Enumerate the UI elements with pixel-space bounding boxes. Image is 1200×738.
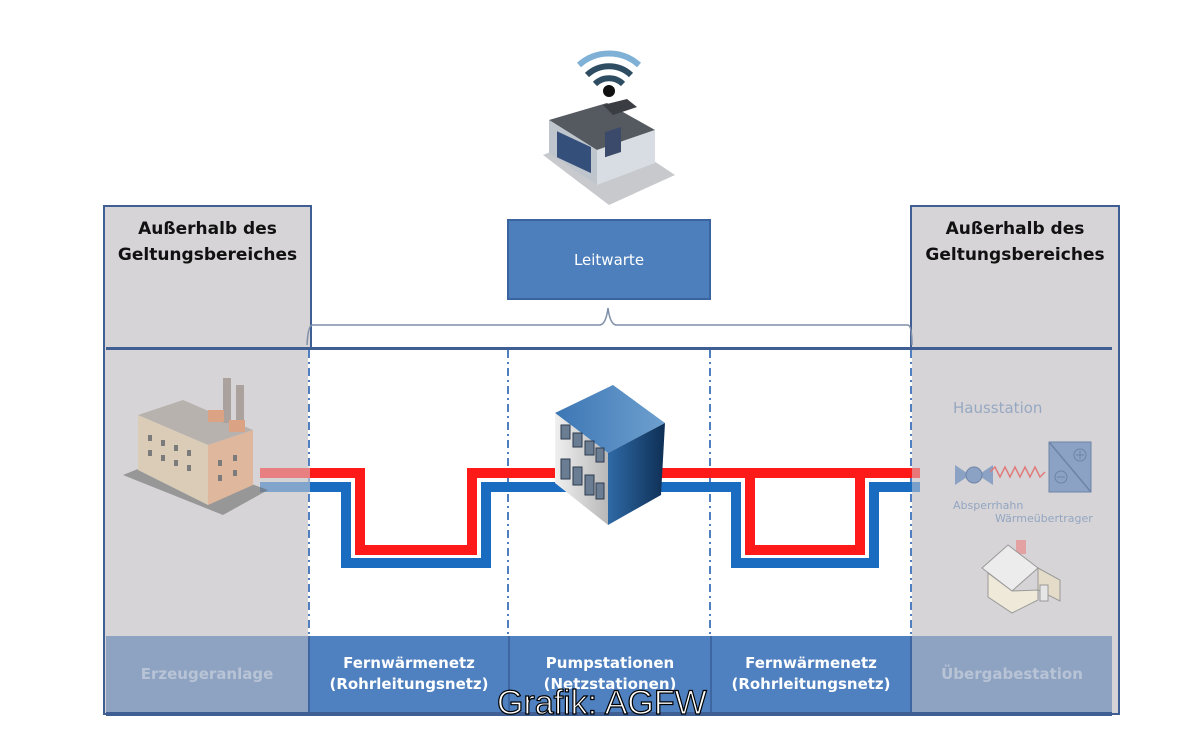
image-credit: Grafik: AGFW (496, 683, 707, 722)
house-station-title: Hausstation (953, 399, 1043, 417)
factory-icon (123, 378, 268, 515)
bottom-cell-line2: (Rohrleitungsnetz) (329, 675, 489, 693)
control-room-label: Leitwarte (573, 250, 645, 269)
heat-exchanger-icon (1048, 441, 1092, 493)
bottom-cell-fernwaermenetz-1: Fernwärmenetz (Rohrleitungsnetz) (310, 636, 510, 712)
bottom-cell-line1: Übergabestation (941, 664, 1083, 683)
bottom-cell-uebergabestation: Übergabestation (912, 636, 1112, 712)
wifi-icon (577, 50, 641, 97)
bottom-cell-pumpstationen: Pumpstationen (Netzstationen) (510, 636, 712, 712)
outside-left-line1: Außerhalb des (138, 219, 277, 239)
outside-right-line2: Geltungsbereiches (925, 245, 1105, 265)
outside-right-line1: Außerhalb des (945, 219, 1085, 239)
control-center-icon (543, 50, 675, 205)
exchanger-label: Wärmeübertrager (995, 512, 1093, 525)
bottom-cell-line1: Pumpstationen (545, 654, 675, 672)
bottom-cell-erzeugeranlage: Erzeugeranlage (106, 636, 310, 712)
supply-pipe-right (655, 468, 915, 555)
bottom-cell-line1: Fernwärmenetz (745, 654, 877, 672)
house-icon (981, 540, 1061, 614)
valve-label: Absperrhahn (953, 499, 1024, 512)
scope-top-border (106, 347, 1112, 350)
bottom-cell-line2: (Rohrleitungsnetz) (731, 675, 891, 693)
bottom-cell-line1: Fernwärmenetz (343, 654, 475, 672)
valve-icon (955, 465, 993, 485)
scope-brace (306, 307, 913, 346)
bottom-cell-line1: Erzeugeranlage (140, 664, 274, 683)
outside-scope-left-title: Außerhalb des Geltungsbereiches (103, 216, 312, 268)
bottom-label-bar: Erzeugeranlage Fernwärmenetz (Rohrleitun… (106, 636, 1112, 716)
outside-left-line2: Geltungsbereiches (117, 245, 298, 265)
section-separators (308, 350, 912, 636)
control-room-box: Leitwarte (507, 219, 711, 300)
pump-station-icon (555, 385, 665, 525)
bottom-cell-fernwaermenetz-2: Fernwärmenetz (Rohrleitungsnetz) (712, 636, 912, 712)
bottom-cell-line2: (Netzstationen) (543, 675, 677, 693)
outside-scope-right-title: Außerhalb des Geltungsbereiches (910, 216, 1120, 268)
heat-exchanger-coil (990, 465, 1046, 479)
